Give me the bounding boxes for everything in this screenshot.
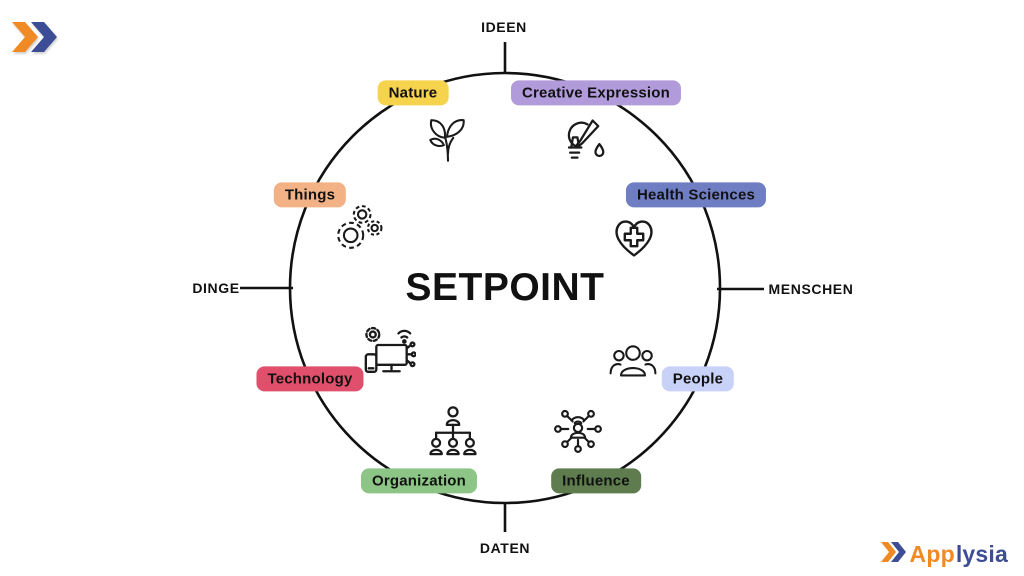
logo-chevron-blue bbox=[31, 22, 57, 52]
applysia-brand: App lysia bbox=[880, 541, 1008, 568]
computer-network-icon bbox=[360, 324, 416, 380]
axis-label-ideen: IDEEN bbox=[481, 19, 527, 35]
axis-label-menschen: MENSCHEN bbox=[768, 281, 854, 297]
brand-name-part2: lysia bbox=[955, 541, 1008, 567]
axis-label-dinge: DINGE bbox=[192, 280, 240, 296]
pill-creative-expression: Creative Expression bbox=[510, 80, 682, 106]
axis-label-daten: DATEN bbox=[479, 540, 531, 556]
logo-chevron-orange bbox=[12, 22, 38, 52]
pill-organization: Organization bbox=[360, 468, 478, 494]
heart-cross-icon bbox=[608, 211, 660, 263]
pill-nature: Nature bbox=[377, 80, 449, 106]
influencer-network-icon bbox=[552, 403, 604, 455]
pill-people: People bbox=[661, 366, 735, 392]
pill-things: Things bbox=[273, 182, 347, 208]
pill-influence: Influence bbox=[551, 468, 641, 494]
company-chevron-logo bbox=[12, 22, 60, 57]
org-chart-icon bbox=[426, 404, 480, 458]
pill-health-sciences: Health Sciences bbox=[625, 182, 767, 208]
people-group-icon bbox=[608, 339, 658, 389]
lightbulb-paintbrush-icon bbox=[551, 116, 605, 170]
gears-icon bbox=[333, 203, 383, 253]
pill-technology: Technology bbox=[256, 366, 364, 392]
plant-leaves-icon bbox=[423, 116, 473, 166]
center-title: SETPOINT bbox=[405, 266, 605, 309]
applysia-chevrons-icon bbox=[880, 541, 907, 568]
brand-name-part1: App bbox=[909, 541, 955, 567]
